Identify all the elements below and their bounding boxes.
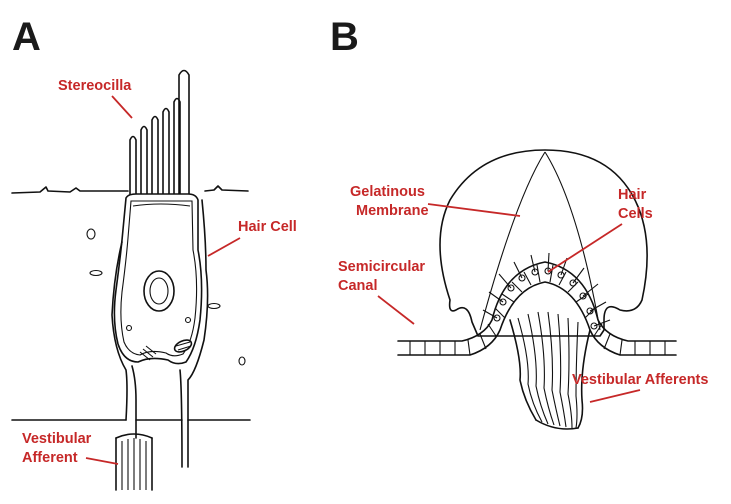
vestibular-afferent-label-line2: Afferent — [22, 450, 78, 466]
panel-b: B — [330, 15, 708, 430]
gelatinous-label-line2: Membrane — [356, 203, 429, 219]
vestibular-afferent-leader — [85, 457, 119, 465]
hair-cell-label: Hair Cell — [238, 219, 297, 235]
panel-a-synapses — [139, 339, 193, 361]
vestibular-afferents-bundle — [509, 311, 591, 430]
panel-a-calyx — [111, 199, 209, 468]
panel-a-inclusions — [86, 228, 246, 366]
panel-a-hair-cell-body — [113, 193, 203, 365]
panel-a-letter: A — [12, 15, 41, 59]
semicircular-label-line1: Semicircular — [338, 259, 425, 275]
stereocilia-leader — [111, 95, 133, 119]
gelatinous-label-line1: Gelatinous — [350, 184, 425, 200]
panel-a-apical-surface — [11, 185, 249, 194]
panel-a-afferent-fibers — [115, 433, 153, 491]
vestibular-afferents-leader — [589, 389, 641, 403]
hair-cell-leader — [207, 237, 241, 257]
hair-cells-label-line2: Cells — [618, 206, 653, 222]
hair-cells-leader — [547, 223, 623, 273]
panel-b-letter: B — [330, 15, 359, 59]
stereocilia-label: Stereocilla — [58, 78, 132, 94]
cupula — [439, 149, 648, 337]
semicircular-canal-wall — [397, 261, 677, 356]
semicircular-label-line2: Canal — [338, 278, 378, 294]
panel-a-kinocilium — [178, 69, 190, 196]
gelatinous-leader — [427, 203, 521, 217]
vestibular-afferents-label: Vestibular Afferents — [572, 372, 708, 388]
panel-a-stereocilia — [129, 69, 190, 196]
semicircular-leader — [377, 295, 415, 325]
crista-hair-cells — [482, 252, 611, 330]
panel-a: A — [11, 15, 297, 491]
hair-cells-label-line1: Hair — [618, 187, 647, 203]
panel-a-nucleus — [143, 270, 175, 312]
vestibular-afferent-label-line1: Vestibular — [22, 431, 92, 447]
